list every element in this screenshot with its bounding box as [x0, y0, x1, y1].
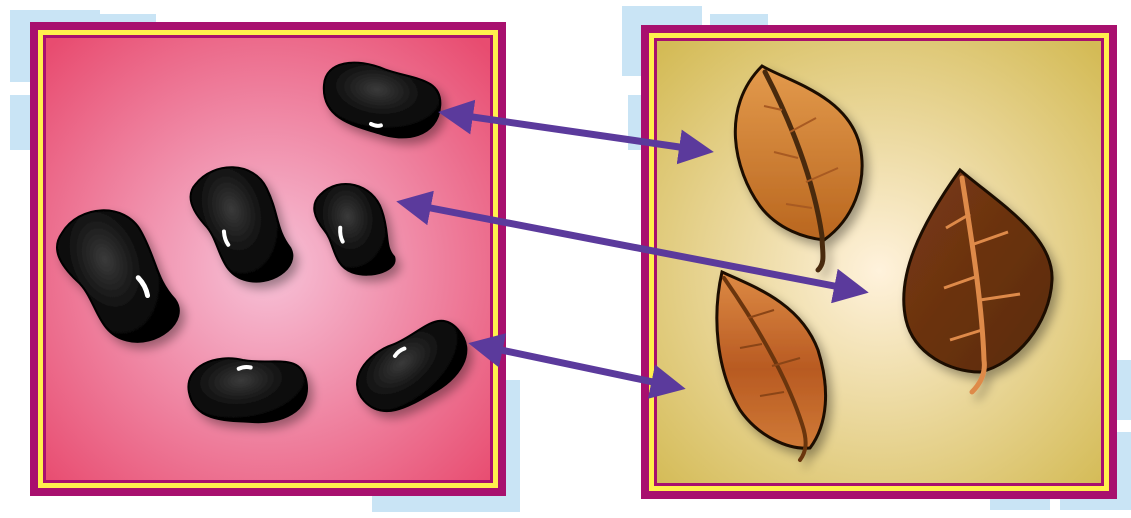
matching-diagram — [0, 0, 1131, 518]
diagram-canvas — [0, 0, 1131, 518]
